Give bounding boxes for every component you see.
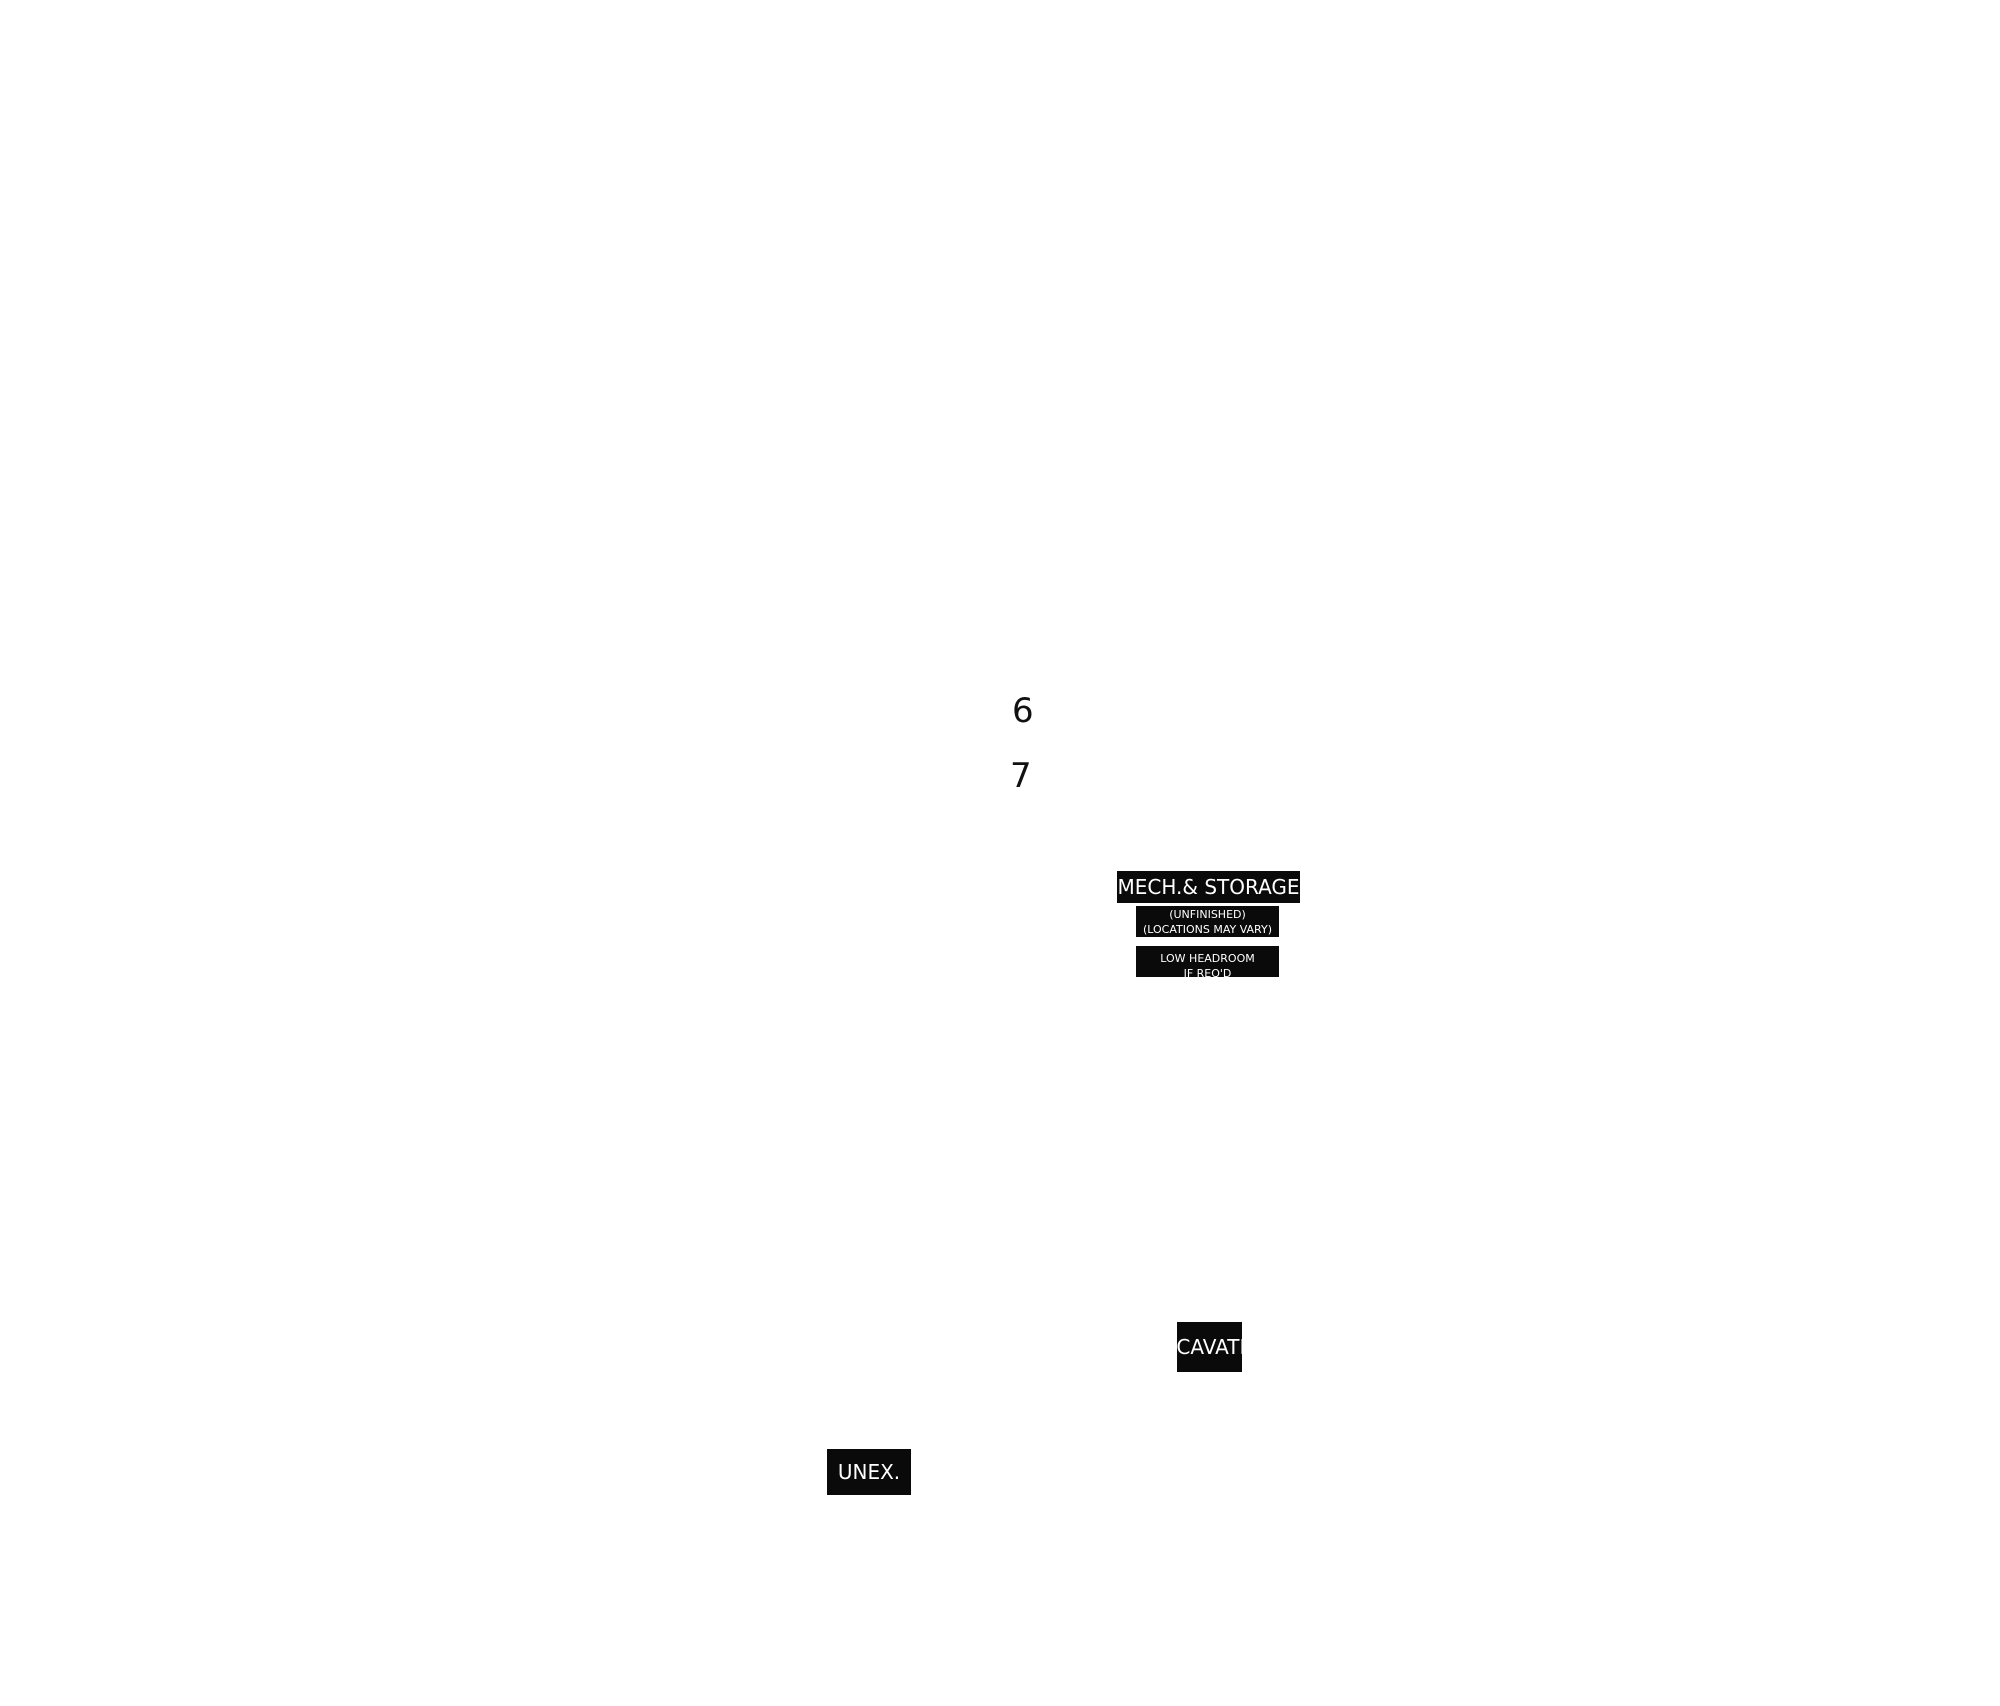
room-number-6: 6 (1012, 691, 1034, 731)
mech-storage-title: MECH.& STORAGE (1117, 875, 1300, 899)
room-number-7: 7 (1010, 756, 1032, 796)
mech-storage-note-line1: (UNFINISHED) (1169, 908, 1246, 921)
excavated-text: EXCAVATED (1177, 1335, 1242, 1359)
unexcavated-label: UNEX. (827, 1449, 911, 1495)
low-headroom-line2: IF REQ'D (1183, 967, 1232, 977)
low-headroom-label: LOW HEADROOM IF REQ'D (1136, 946, 1279, 977)
excavated-label: EXCAVATED (1177, 1322, 1242, 1372)
mech-storage-note-label: (UNFINISHED) (LOCATIONS MAY VARY) (1136, 906, 1279, 937)
mech-storage-note-line2: (LOCATIONS MAY VARY) (1142, 923, 1273, 936)
mech-storage-title-label: MECH.& STORAGE (1117, 871, 1300, 903)
low-headroom-line1: LOW HEADROOM (1160, 952, 1255, 965)
unexcavated-text: UNEX. (837, 1460, 901, 1484)
